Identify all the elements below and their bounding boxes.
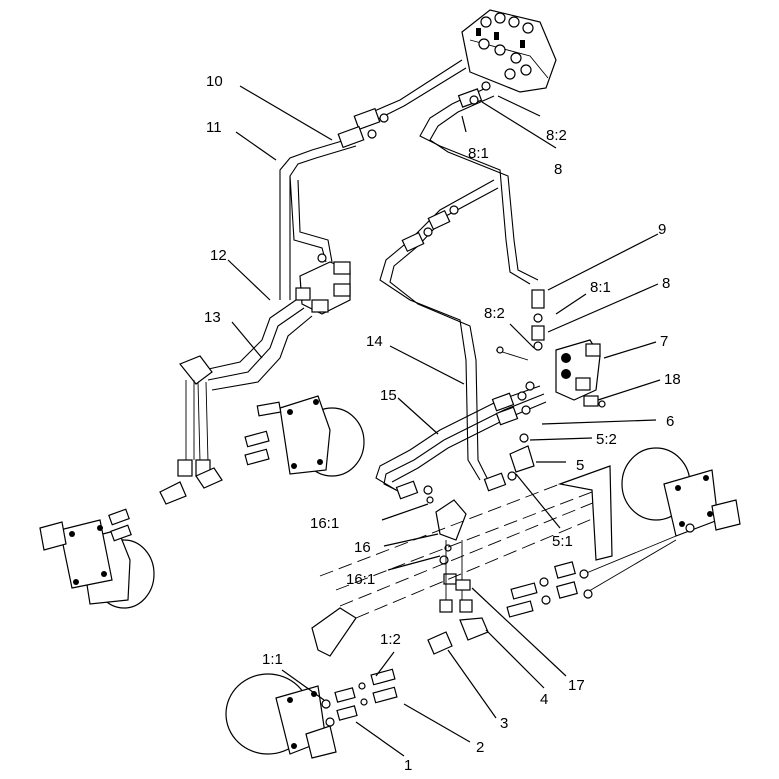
label-8-1-top: 8:1 [468, 145, 489, 162]
label-15: 15 [380, 387, 397, 404]
label-16-1-top: 16:1 [310, 515, 339, 532]
label-11: 11 [206, 119, 222, 136]
label-10: 10 [206, 73, 223, 90]
wheel-motor-right [583, 447, 741, 595]
label-14: 14 [366, 333, 383, 350]
label-18: 18 [664, 371, 681, 388]
label-5-2: 5:2 [596, 431, 617, 448]
label-8-2-mid: 8:2 [484, 305, 505, 322]
label-13: 13 [204, 309, 221, 326]
part-labels: 10 11 12 13 14 15 8:2 8:1 8 9 8:1 8 8:2 … [204, 73, 681, 774]
elbow-fitting-5 [509, 433, 535, 473]
hose-14-assembly [379, 179, 517, 492]
wheel-motor-bottom [225, 668, 398, 759]
flow-divider-12 [295, 253, 351, 315]
label-5: 5 [576, 457, 584, 474]
label-8-2-top: 8:2 [546, 127, 567, 144]
label-8-1-mid: 8:1 [590, 279, 611, 296]
label-16-1-bot: 16:1 [346, 571, 375, 588]
wheel-motor-mid-left [244, 395, 365, 477]
label-6: 6 [666, 413, 674, 430]
label-17: 17 [568, 677, 585, 694]
label-4: 4 [540, 691, 548, 708]
label-2: 2 [476, 739, 484, 756]
label-12: 12 [210, 247, 227, 264]
label-7: 7 [660, 333, 668, 350]
label-9: 9 [658, 221, 666, 238]
valve-block-7 [495, 339, 606, 408]
label-3: 3 [500, 715, 508, 732]
elbow-fitting-16 [426, 496, 489, 655]
leader-lines [227, 85, 661, 757]
label-1-1: 1:1 [262, 651, 283, 668]
hose-13-assembly [159, 299, 313, 505]
label-8-top: 8 [554, 161, 562, 178]
hose-8-assembly [419, 81, 545, 351]
right-motor-fittings [506, 561, 593, 618]
label-5-1: 5:1 [552, 533, 573, 550]
label-16: 16 [354, 539, 371, 556]
label-1-2: 1:2 [380, 631, 401, 648]
hose-11-assembly [289, 175, 333, 263]
frame-member [311, 465, 613, 657]
wheel-motor-left [39, 508, 155, 609]
hose-10-assembly [279, 59, 467, 300]
label-1: 1 [404, 757, 412, 774]
hose-15-assembly [375, 381, 547, 500]
control-valve-block [461, 9, 557, 93]
label-8-mid: 8 [662, 275, 670, 292]
